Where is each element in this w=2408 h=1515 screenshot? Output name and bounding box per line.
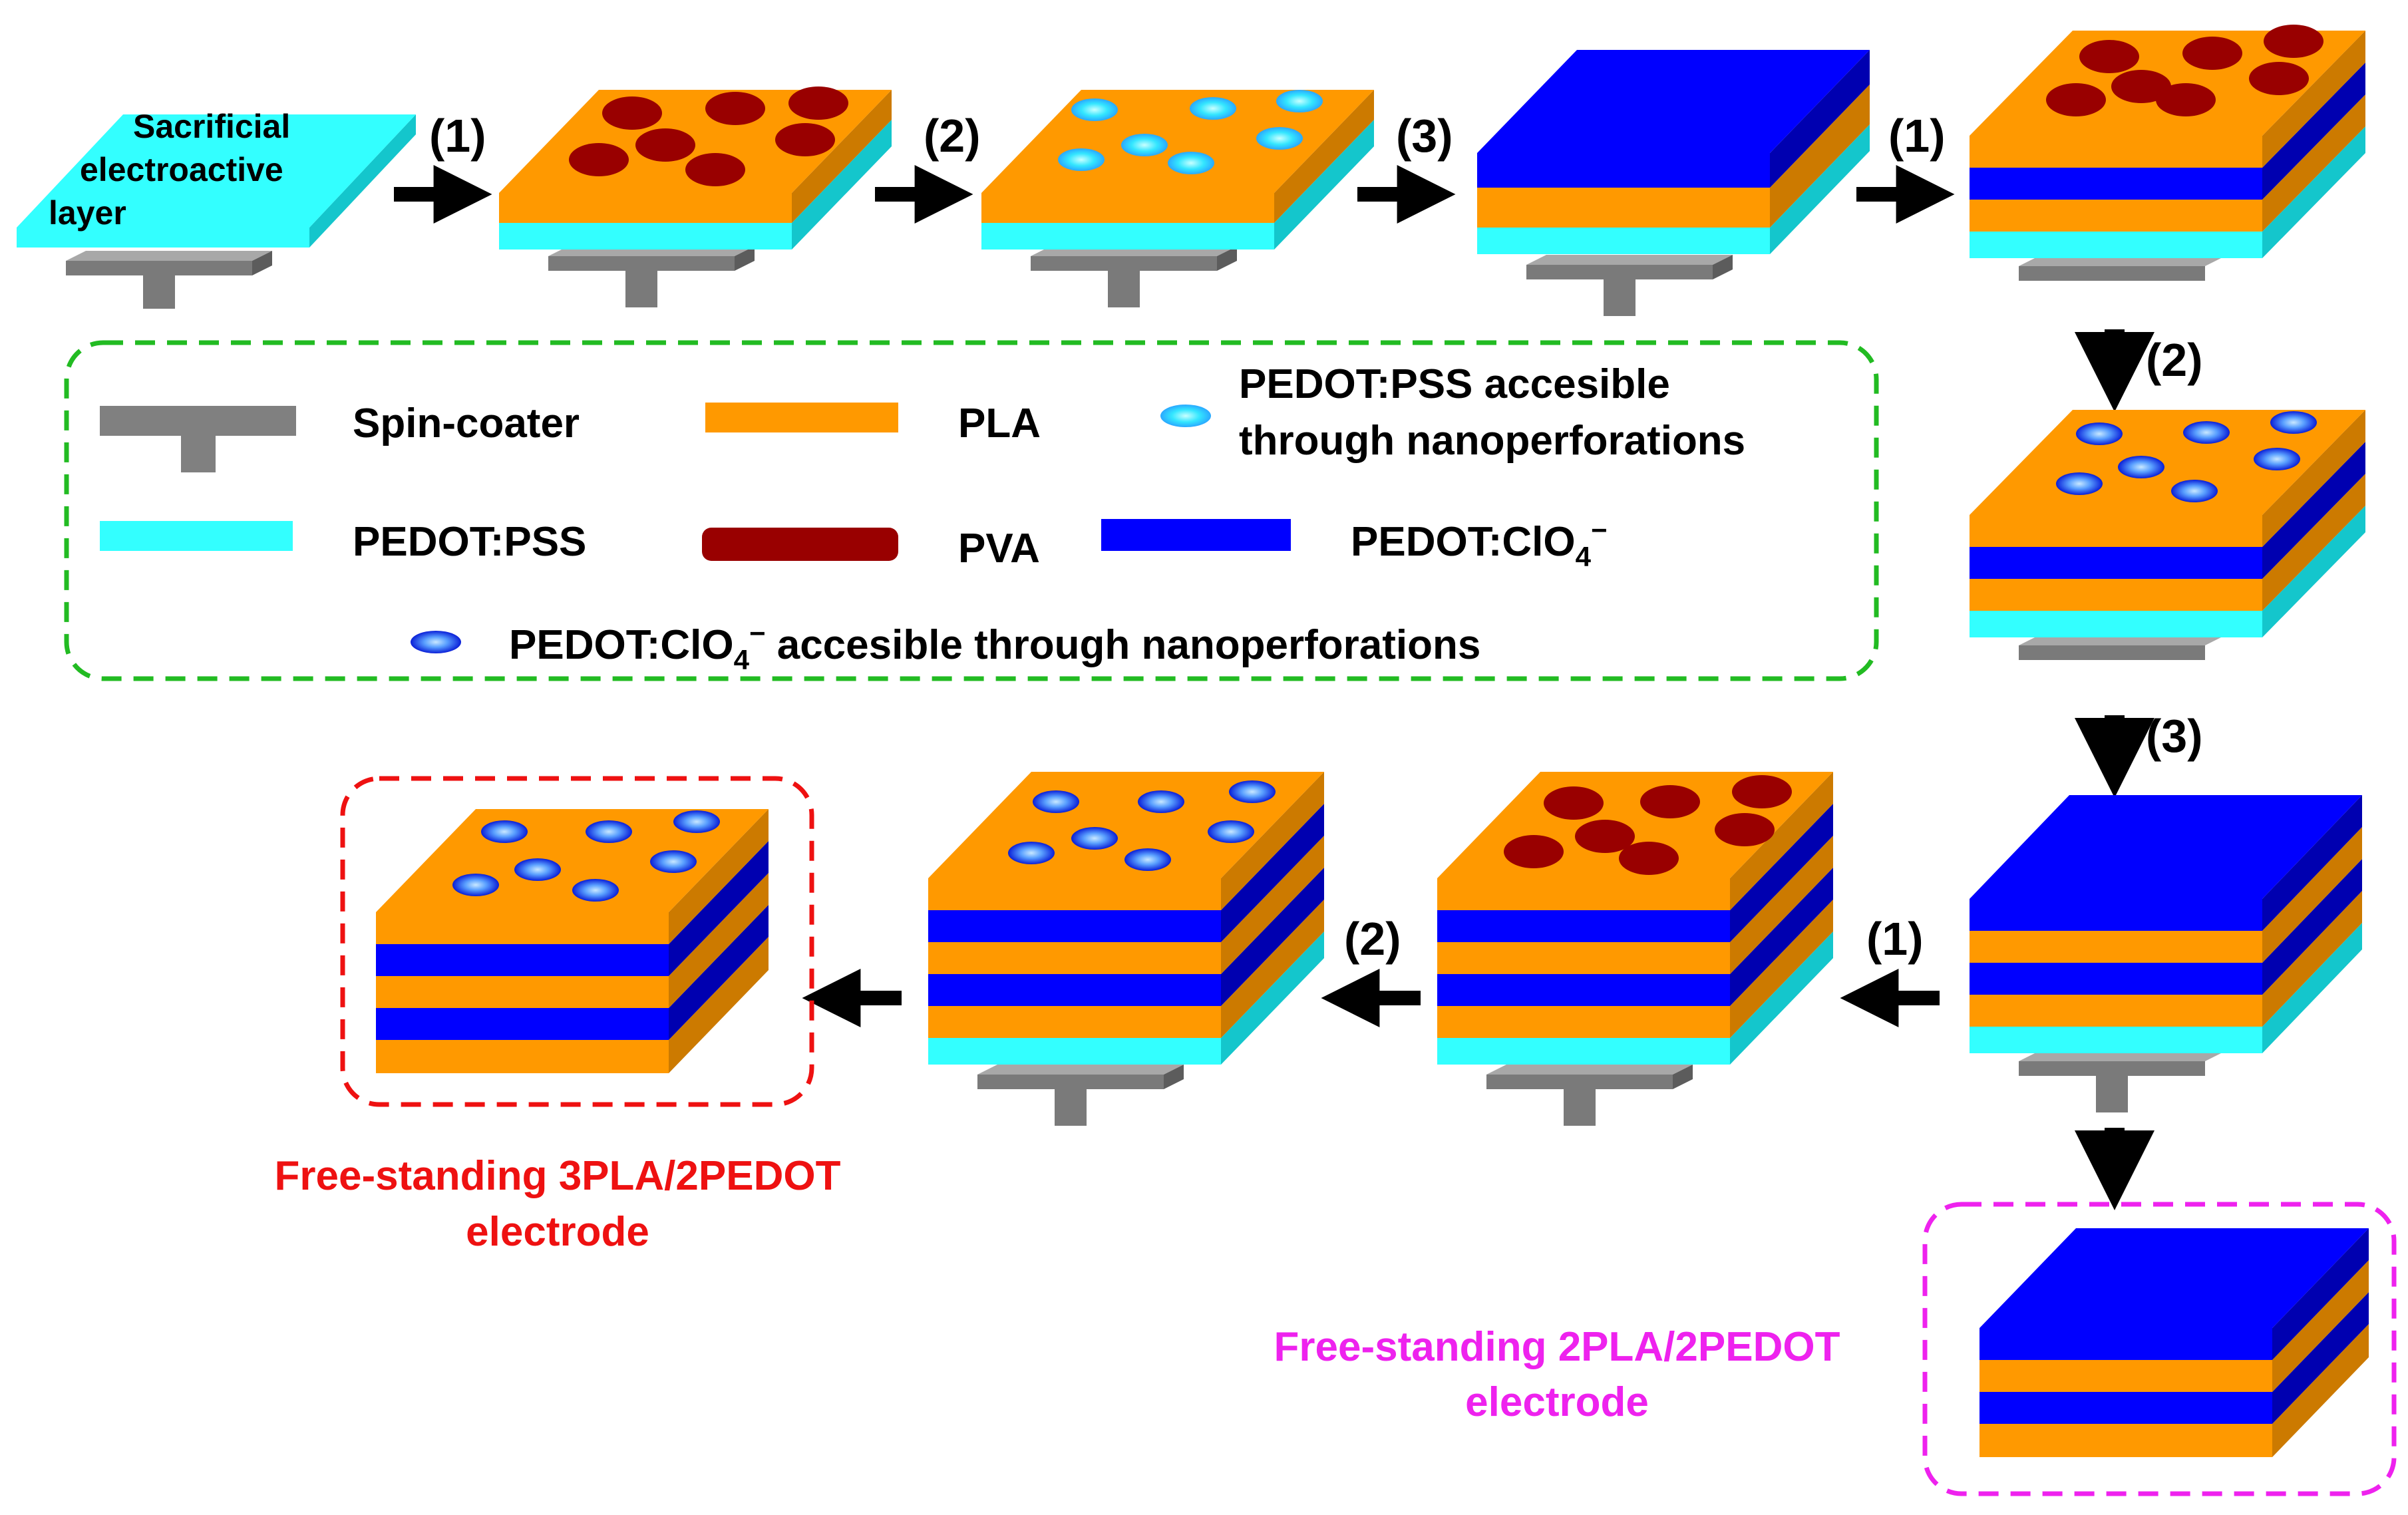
step-label-top-1: (1) xyxy=(429,110,486,162)
substrate-label-line2: electroactive xyxy=(80,151,283,188)
result-2pla-label-line1: Free-standing 2PLA/2PEDOT xyxy=(1274,1324,1840,1370)
legend-box xyxy=(64,340,1879,681)
pva-dots xyxy=(569,86,848,186)
result-3pla-box xyxy=(340,776,814,1107)
pva-dots xyxy=(1504,775,1792,875)
result-2pla-box xyxy=(1922,1202,2397,1496)
result-2pla-label-line2: electrode xyxy=(1465,1379,1649,1425)
legend-pss-accessible: PEDOT:PSS accesible through nanoperforat… xyxy=(1160,361,1745,464)
stack-pla-perforated xyxy=(981,90,1374,307)
spin-coater xyxy=(2019,1051,2225,1112)
step-label-bottom-2: (2) xyxy=(1344,913,1401,965)
svg-text:PEDOT:ClO4− accesible throug: PEDOT:ClO4− accesible through nanoperfor… xyxy=(509,617,1480,675)
svg-text:Spin-coater: Spin-coater xyxy=(353,401,580,446)
stack-free-standing-2pla-2pedot xyxy=(1979,1228,2369,1457)
svg-text:PEDOT:PSS: PEDOT:PSS xyxy=(353,519,586,565)
legend: Spin-coater PLA PEDOT:PSS accesible thro… xyxy=(100,361,1745,675)
spin-coater xyxy=(2019,256,2225,281)
legend-spin-coater: Spin-coater xyxy=(100,401,580,472)
result-3pla-label-line2: electrode xyxy=(466,1209,649,1255)
step-label-top-2: (2) xyxy=(924,110,981,162)
result-3pla-label-line1: Free-standing 3PLA/2PEDOT xyxy=(275,1153,841,1199)
step-label-right-2: (2) xyxy=(2146,334,2203,386)
pss-access-dots xyxy=(1058,90,1323,174)
stack-3pla-perforated xyxy=(928,772,1324,1126)
pva-dots xyxy=(2046,25,2323,116)
spin-coater xyxy=(548,246,755,307)
step-label-bottom-1: (1) xyxy=(1866,913,1924,965)
substrate-label-line1: Sacrificial xyxy=(133,108,290,145)
svg-text:PEDOT:PSS accesible: PEDOT:PSS accesible xyxy=(1239,361,1670,407)
stack-2pla-2pedot-on-substrate xyxy=(1970,795,2362,1112)
stack-pla-pva xyxy=(499,86,892,307)
spin-coater xyxy=(1526,255,1733,316)
clo4-access-dots xyxy=(2056,411,2317,502)
svg-text:through nanoperforations: through nanoperforations xyxy=(1239,418,1745,464)
legend-pla: PLA xyxy=(705,401,1041,446)
clo4-access-dots xyxy=(452,810,720,902)
clo4-access-dots xyxy=(1008,780,1276,871)
legend-pedot-pss: PEDOT:PSS xyxy=(100,519,586,565)
step-label-top-3: (3) xyxy=(1396,110,1453,162)
stack-2pla-pva xyxy=(1970,25,2365,281)
spin-coater xyxy=(977,1065,1184,1126)
legend-pedot-clo4: PEDOT:ClO4− xyxy=(1101,514,1607,572)
step-label-top-4: (1) xyxy=(1888,110,1946,162)
legend-pva: PVA xyxy=(702,526,1040,572)
spin-coater xyxy=(2019,635,2225,660)
svg-text:PVA: PVA xyxy=(958,526,1040,572)
step-label-right-3: (3) xyxy=(2146,710,2203,762)
stack-2pla-perforated xyxy=(1970,410,2365,660)
substrate-label-line3: layer xyxy=(49,194,126,232)
legend-clo4-accessible: PEDOT:ClO4− accesible through nanoperfor… xyxy=(411,617,1480,675)
spin-coater xyxy=(1486,1065,1693,1126)
svg-text:PEDOT:ClO4−: PEDOT:ClO4− xyxy=(1351,514,1607,572)
svg-text:PLA: PLA xyxy=(958,401,1041,446)
layer-pedot-pss xyxy=(17,114,416,248)
stack-substrate: Sacrificial electroactive layer xyxy=(17,108,416,309)
spin-coater xyxy=(1031,246,1237,307)
stack-3pla-pva xyxy=(1437,772,1833,1126)
stack-free-standing-3pla-2pedot xyxy=(376,809,769,1073)
spin-coater xyxy=(66,251,272,309)
stack-pedot-clo4 xyxy=(1477,50,1870,316)
